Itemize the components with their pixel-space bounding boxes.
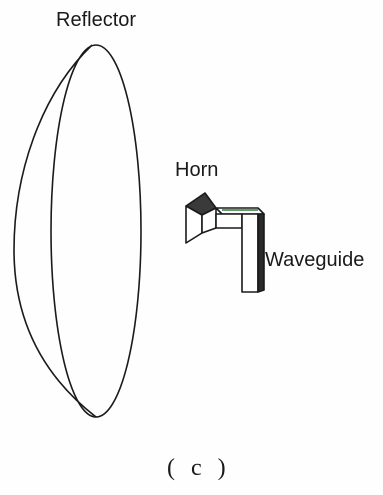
figure-caption: ( c ) [167,455,231,481]
waveguide-top [215,207,265,215]
reflector [13,44,142,418]
waveguide-label: Waveguide [265,249,365,271]
horn [185,192,217,244]
horn-label: Horn [175,159,219,181]
waveguide-front-vertical [241,213,259,293]
reflector-label: Reflector [56,9,137,31]
waveguide-side [257,213,265,293]
reflector-back-surface [13,44,97,418]
waveguide-front-horizontal [215,213,243,229]
waveguide [215,207,265,293]
reflector-rim [50,44,142,418]
